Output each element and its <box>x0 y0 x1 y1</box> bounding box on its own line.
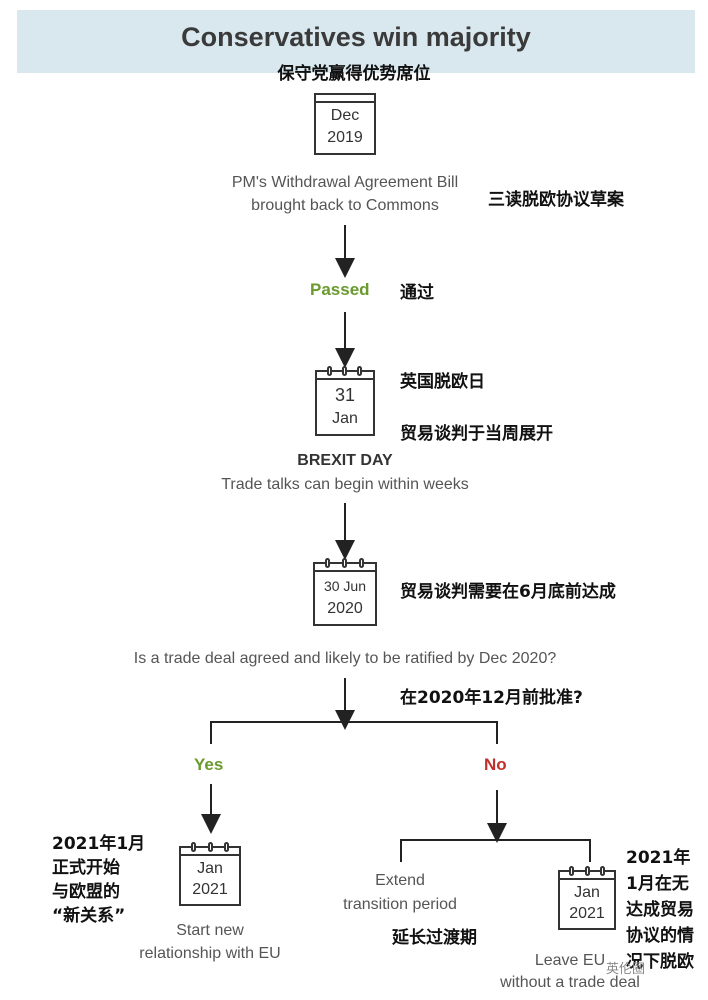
calendar-year: 2019 <box>327 129 363 146</box>
yes-zh-line1: 2021年1月 <box>52 834 146 854</box>
step1-desc-line2: brought back to Commons <box>251 197 439 214</box>
calendar-ring-icon <box>357 366 362 376</box>
page-title: Conservatives win majority <box>181 22 531 52</box>
extend-zh: 延长过渡期 <box>392 928 477 948</box>
calendar-jan-2021-yes: Jan 2021 <box>179 842 241 906</box>
no-branch-line <box>400 839 591 862</box>
calendar-date: 30 Jun <box>323 578 367 594</box>
calendar-ring-icon <box>585 866 590 876</box>
passed-label: Passed <box>310 280 370 299</box>
yes-zh-line2: 正式开始 <box>52 858 120 878</box>
yes-zh-line3: 与欧盟的 <box>52 882 120 902</box>
calendar-dec-2019: Dec 2019 <box>314 93 376 155</box>
calendar-year: 2021 <box>192 881 228 898</box>
page-title-zh: 保守党赢得优势席位 <box>277 64 431 84</box>
trade-deal-question-zh: 在2020年12月前批准? <box>400 688 583 708</box>
step1-desc-line1: PM's Withdrawal Agreement Bill <box>231 174 459 191</box>
calendar-ring-icon <box>327 366 332 376</box>
step3-zh: 贸易谈判需要在6月底前达成 <box>400 582 616 602</box>
calendar-year: 2021 <box>569 905 605 922</box>
title-banner <box>17 10 695 73</box>
step2-desc: Trade talks can begin within weeks <box>221 476 469 493</box>
calendar-ring-icon <box>342 558 347 568</box>
step1-zh: 三读脱欧协议草案 <box>488 190 624 210</box>
calendar-month: Jan <box>332 410 358 427</box>
no-label: No <box>484 755 507 774</box>
extend-line1: Extend <box>375 872 425 889</box>
calendar-ring-icon <box>359 558 364 568</box>
calendar-day: 31 <box>334 385 356 405</box>
calendar-31-jan: 31 Jan <box>315 366 375 436</box>
no-desc-line2: without a trade deal <box>500 974 640 991</box>
watermark-logo: 英伦圈 <box>606 961 646 976</box>
no-zh-line5: 况下脱欧 <box>626 952 694 972</box>
passed-zh: 通过 <box>400 283 434 303</box>
no-zh-line2: 1月在无 <box>626 874 689 894</box>
calendar-ring-icon <box>224 842 229 852</box>
calendar-ring-icon <box>208 842 213 852</box>
branch-line <box>210 721 498 744</box>
step2-zh2: 贸易谈判于当周展开 <box>400 424 553 444</box>
yes-desc-line2: relationship with EU <box>139 945 281 962</box>
no-zh-line4: 协议的情 <box>626 926 694 946</box>
calendar-ring-icon <box>569 866 574 876</box>
calendar-ring-icon <box>191 842 196 852</box>
calendar-month: Dec <box>330 107 360 124</box>
calendar-month: Jan <box>574 884 600 901</box>
calendar-ring-icon <box>325 558 330 568</box>
yes-label: Yes <box>194 755 224 774</box>
calendar-year: 2020 <box>327 600 363 617</box>
extend-line2: transition period <box>343 896 457 913</box>
no-zh-line1: 2021年 <box>626 848 691 868</box>
no-zh-line3: 达成贸易 <box>626 900 694 920</box>
calendar-ring-icon <box>342 366 347 376</box>
trade-deal-question: Is a trade deal agreed and likely to be … <box>133 650 557 667</box>
calendar-30-jun-2020: 30 Jun 2020 <box>313 558 377 626</box>
yes-desc-line1: Start new <box>176 922 244 939</box>
yes-zh-line4: “新关系” <box>52 906 126 926</box>
calendar-ring-icon <box>600 866 605 876</box>
step2-zh1: 英国脱欧日 <box>400 372 485 392</box>
calendar-jan-2021-no: Jan 2021 <box>558 866 616 930</box>
calendar-month: Jan <box>197 860 223 877</box>
brexit-day-heading: BREXIT DAY <box>297 452 393 469</box>
no-desc-line1: Leave EU <box>534 952 606 969</box>
